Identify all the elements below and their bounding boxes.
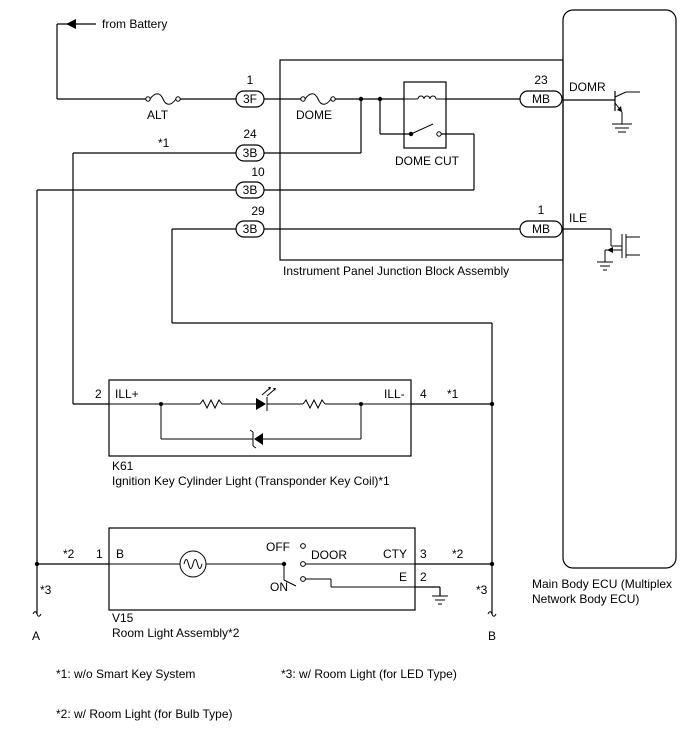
- v15-name: Room Light Assembly*2: [112, 626, 240, 640]
- v15-code: V15: [112, 611, 134, 625]
- connector-3b-29: [235, 220, 265, 238]
- k61-pin-left: 2: [95, 387, 102, 401]
- v15-pin-b: B: [116, 547, 124, 561]
- connector-mb-23-label: MB: [532, 92, 550, 106]
- ecu-domr-label: DOMR: [569, 80, 606, 94]
- connector-mb-1-label: MB: [532, 222, 550, 236]
- footnote-1: *1: w/o Smart Key System: [56, 667, 195, 681]
- connector-3f-label: 3F: [243, 92, 257, 106]
- led-icon: [256, 398, 266, 410]
- v15-e-num: 2: [420, 570, 427, 584]
- note-star2-b: *2: [452, 547, 464, 561]
- junction-block-box: [279, 59, 564, 261]
- ecu-name-line2: Network Body ECU): [532, 592, 639, 606]
- note-star3-b: *3: [476, 583, 488, 597]
- junction-node: [489, 401, 495, 407]
- v15-door: DOOR: [311, 548, 347, 562]
- v15-on: ON: [270, 580, 288, 594]
- connector-3b-29-label: 3B: [243, 222, 258, 236]
- pin-num-3b-10: 10: [251, 165, 265, 179]
- v15-cty-num: 3: [420, 547, 427, 561]
- junction-block-name: Instrument Panel Junction Block Assembly: [283, 264, 509, 278]
- note-star1-b: *1: [447, 387, 459, 401]
- v15-box: [108, 527, 416, 611]
- k61-name: Ignition Key Cylinder Light (Transponder…: [112, 474, 390, 488]
- connector-3b-10-label: 3B: [243, 183, 258, 197]
- alt-fuse-symbol: [145, 93, 181, 105]
- pin-num-3b-24: 24: [243, 127, 257, 141]
- footnote-3: *3: w/ Room Light (for LED Type): [281, 667, 457, 681]
- note-star2-a: *2: [63, 547, 75, 561]
- wire-end-a: A: [32, 629, 40, 643]
- k61-pin-right: 4: [420, 387, 427, 401]
- dome-cut-relay: [379, 81, 474, 149]
- dome-fuse-symbol: [300, 93, 336, 105]
- junction-node: [489, 561, 495, 567]
- diode-icon: [254, 433, 263, 445]
- footnote-2: *2: w/ Room Light (for Bulb Type): [56, 707, 233, 721]
- wire-end-b-icon: [487, 611, 497, 617]
- connector-3b-10: [235, 181, 265, 199]
- resistor-icon: [199, 398, 223, 410]
- resistor-icon: [302, 398, 326, 410]
- arrow-left-icon: [66, 19, 76, 29]
- domr-transistor-symbol: [563, 91, 640, 133]
- k61-code: K61: [112, 459, 134, 473]
- v15-cty: CTY: [383, 547, 407, 561]
- k61-term-left: ILL+: [115, 387, 139, 401]
- battery-label: from Battery: [102, 17, 167, 31]
- connector-3b-24-label: 3B: [243, 146, 258, 160]
- k61-box: [108, 379, 412, 457]
- pin-num-mb-1: 1: [538, 203, 545, 217]
- v15-e: E: [399, 570, 407, 584]
- note-star1-a: *1: [158, 136, 170, 150]
- ecu-name-line1: Main Body ECU (Multiplex: [532, 577, 672, 591]
- junction-node: [34, 561, 40, 567]
- connector-3b-24: [235, 144, 265, 162]
- k61-internal-circuit: [109, 387, 411, 449]
- dome-fuse-label: DOME: [296, 108, 332, 122]
- wire-end-b: B: [488, 629, 496, 643]
- alt-fuse-label: ALT: [147, 108, 169, 122]
- wire-end-a-icon: [32, 611, 42, 617]
- battery-feed: [56, 19, 96, 99]
- ile-fet-symbol: [563, 228, 640, 271]
- pin-num-3b-29: 29: [251, 204, 265, 218]
- v15-pin-b-num: 1: [96, 547, 103, 561]
- ecu-ile-label: ILE: [569, 211, 587, 225]
- connector-3f: [235, 90, 265, 108]
- dome-cut-label: DOME CUT: [395, 154, 460, 168]
- main-body-ecu-box: [562, 9, 677, 569]
- k61-term-right: ILL-: [384, 387, 405, 401]
- pin-num-3f-1: 1: [247, 73, 254, 87]
- connector-mb-23: [519, 90, 563, 108]
- v15-off: OFF: [266, 540, 290, 554]
- v15-internal-circuit: [109, 543, 415, 588]
- note-star3-a: *3: [40, 583, 52, 597]
- pin-num-mb-23: 23: [534, 73, 548, 87]
- connector-mb-1: [519, 220, 563, 238]
